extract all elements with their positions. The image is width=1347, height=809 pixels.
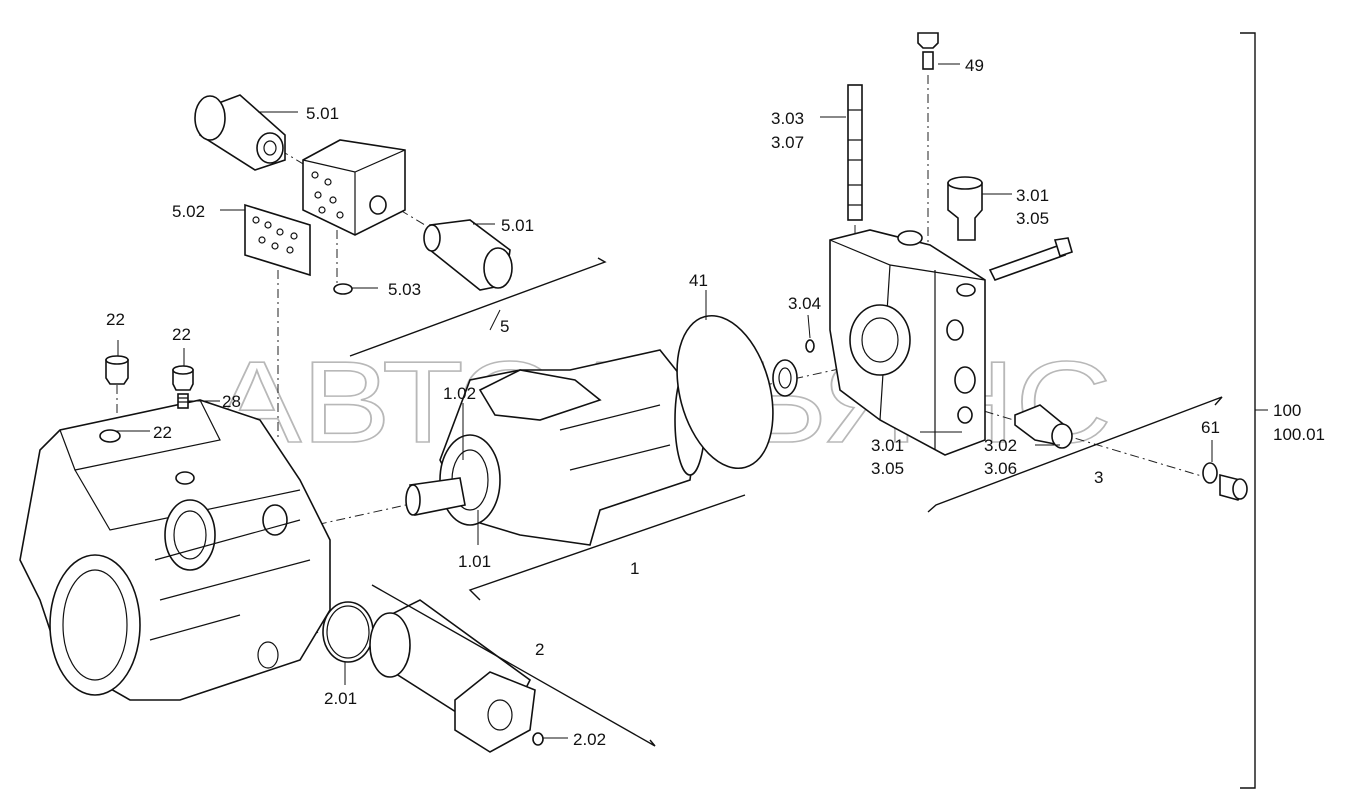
o-ring-2-01 [322,601,374,663]
label-2-02: 2.02 [573,730,606,749]
label-1-01: 1.01 [458,552,491,571]
screw-28 [177,393,189,409]
label-61: 61 [1201,418,1220,437]
label-3-01-top: 3.01 [1016,186,1049,205]
plug-61 [1202,462,1248,501]
filter-cartridge-2 [369,599,536,753]
label-22-left: 22 [106,310,125,329]
group-bracket-5 [349,257,607,357]
group-bracket-2 [371,584,656,747]
label-22-housing: 22 [153,423,172,442]
label-1-02: 1.02 [443,384,476,403]
label-5-03: 5.03 [388,280,421,299]
solenoid-5-01-top [194,94,286,171]
gasket-5-02 [244,203,311,277]
label-3-04: 3.04 [788,294,821,313]
rotary-group-1 [405,349,723,546]
plug-22-middle [172,365,194,391]
label-100: 100 [1273,401,1301,420]
label-3-05-bottom: 3.05 [871,459,904,478]
control-valve-body-3 [829,229,986,456]
label-5-01-bottom: 5.01 [501,216,534,235]
long-bolt [988,237,1073,281]
label-22-middle: 22 [172,325,191,344]
o-ring-41 [676,314,774,470]
pump-housing [19,399,331,701]
group-bracket-3 [927,396,1223,513]
leader-lines [115,63,1268,739]
group-bracket-1 [468,494,746,601]
label-3-05-top: 3.05 [1016,209,1049,228]
o-ring-2-02 [532,732,544,746]
label-3-07: 3.07 [771,133,804,152]
label-5-02: 5.02 [172,202,205,221]
o-ring-3-04 [805,339,815,353]
label-100-01: 100.01 [1273,425,1325,444]
label-28: 28 [222,392,241,411]
label-3-03: 3.03 [771,109,804,128]
spool-3-03 [847,84,863,221]
solenoid-5-01-bottom [423,219,513,291]
group-bracket-100 [1240,32,1256,789]
label-3-01-bottom: 3.01 [871,436,904,455]
label-group-2: 2 [535,640,544,659]
label-group-5: 5 [500,317,509,336]
screw-49 [917,32,939,70]
valve-block-5 [302,139,406,236]
label-5-01-top: 5.01 [306,104,339,123]
valve-cap-3-02 [1014,404,1073,449]
label-group-3: 3 [1094,468,1103,487]
label-group-1: 1 [630,559,639,578]
label-3-02: 3.02 [984,436,1017,455]
label-49: 49 [965,56,984,75]
label-41: 41 [689,271,708,290]
bearing-plate [772,359,798,397]
label-3-06: 3.06 [984,459,1017,478]
valve-cap-3-01-top [947,176,983,241]
plug-22-left [105,355,129,385]
label-2-01: 2.01 [324,689,357,708]
o-ring-5-03 [333,283,353,295]
